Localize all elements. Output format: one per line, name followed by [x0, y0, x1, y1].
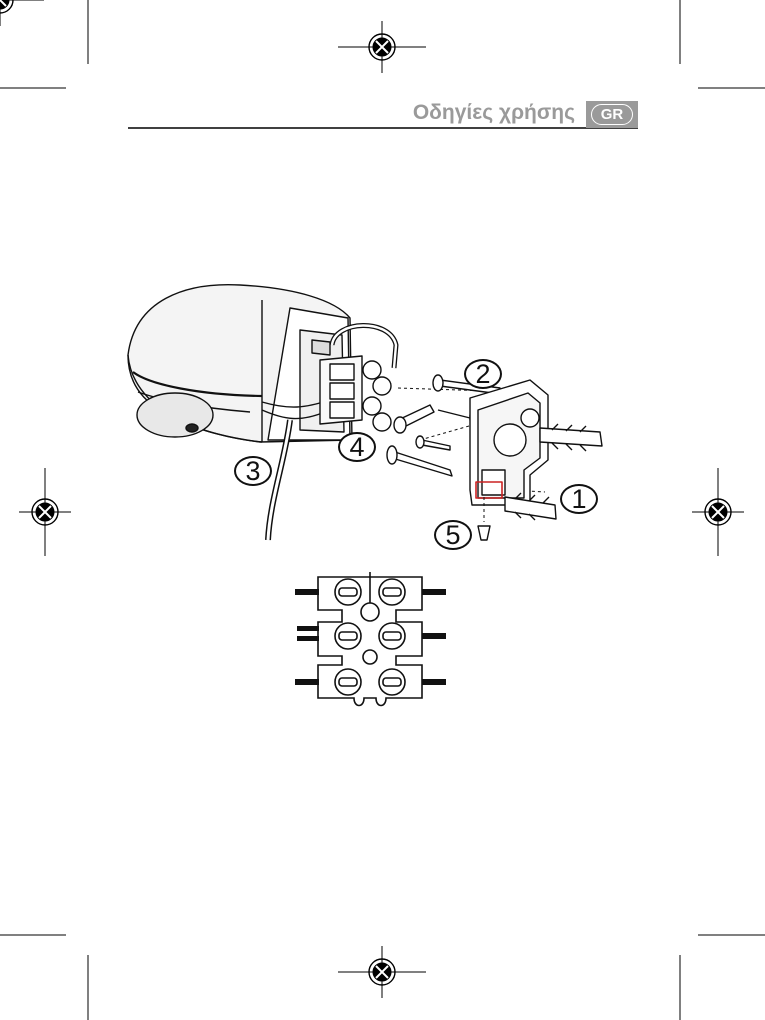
- lamp-housing: [128, 285, 352, 442]
- page-title: Οδηγίες χρήσης: [410, 99, 575, 127]
- center-hole: [361, 603, 379, 621]
- center-hole: [363, 650, 377, 664]
- registration-mark-bottom: [338, 946, 426, 998]
- wall-mounting-plate: [470, 380, 548, 505]
- connector-schematic: [295, 572, 446, 706]
- callout-3: 3: [234, 456, 272, 486]
- exploded-installation-drawing: [128, 285, 602, 540]
- registration-mark-left: [19, 468, 71, 556]
- callout-1: 1: [560, 484, 598, 514]
- registration-mark-top: [338, 21, 426, 73]
- callout-5: 5: [434, 520, 472, 550]
- registration-mark-right: [692, 468, 744, 556]
- callout-2: 2: [464, 359, 502, 389]
- language-badge: GR: [586, 101, 638, 128]
- language-badge-label: GR: [591, 104, 633, 125]
- callout-4: 4: [338, 432, 376, 462]
- terminal-block: [320, 356, 391, 431]
- registration-crosshair-icon: [0, 0, 44, 26]
